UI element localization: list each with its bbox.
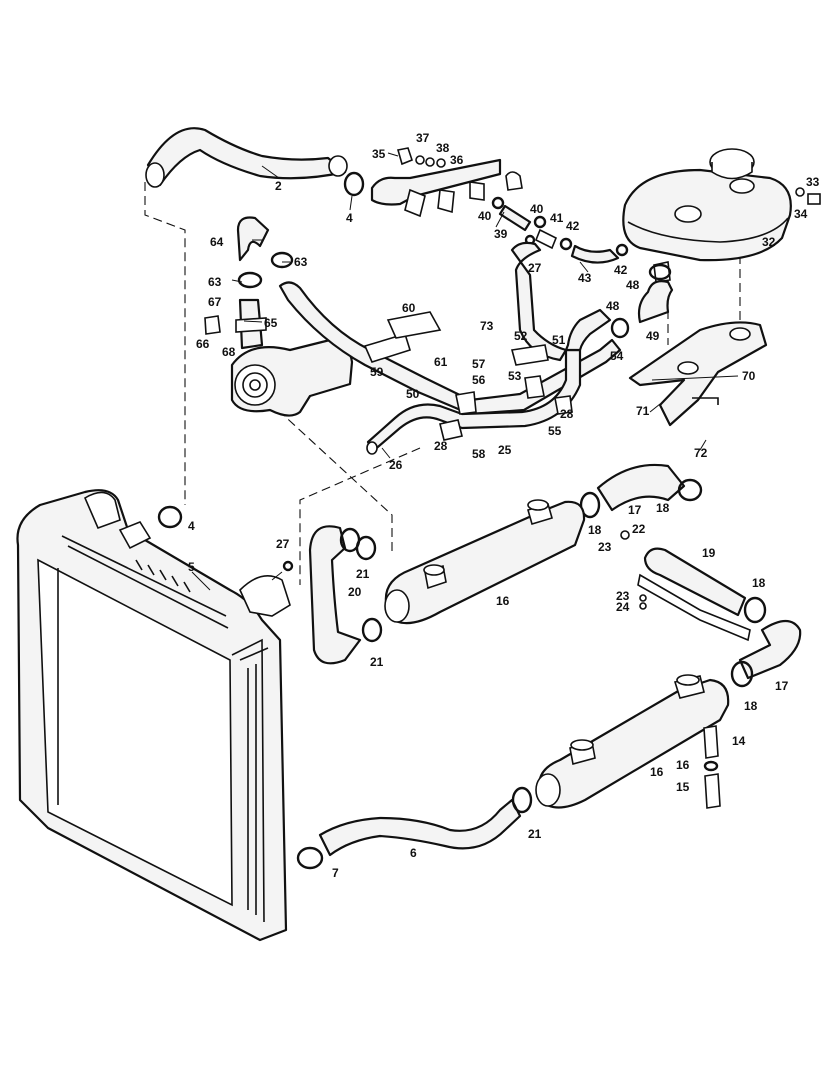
part-label: 40 [530,202,544,216]
part-label: 39 [494,227,508,241]
part-label: 26 [389,458,403,472]
part-label: 59 [370,365,384,379]
part-label: 43 [578,271,592,285]
part-label: 63 [208,275,222,289]
part-label: 4 [346,211,353,225]
part-label: 56 [472,373,486,387]
part-label: 66 [196,337,210,351]
part-label: 7 [332,866,339,880]
part-label: 57 [472,357,486,371]
part-label: 71 [636,404,650,418]
assembly-dashed-lines [144,182,741,585]
part-label: 38 [436,141,450,155]
part-label: 4 [188,519,195,533]
part-label: 42 [566,219,580,233]
part-label: 61 [434,355,448,369]
part-label: 15 [676,780,690,794]
radiator [16,489,291,942]
part-label: 16 [676,758,690,772]
part-label: 5 [188,560,195,574]
part-label: 18 [752,576,766,590]
part-label: 21 [356,567,370,581]
hose-17-top [579,463,703,519]
part-label: 63 [294,255,308,269]
sensor-14-15 [703,725,721,809]
pipe-50 [278,281,622,416]
distribution-pipe [370,147,523,218]
water-pump [204,216,354,417]
part-label: 6 [410,846,417,860]
part-label: 18 [588,523,602,537]
part-label: 58 [472,447,486,461]
part-label: 21 [528,827,542,841]
part-label: 23 [616,589,630,603]
part-label: 16 [650,765,664,779]
hose-2 [145,127,348,188]
part-label: 72 [694,446,708,460]
part-label: 73 [480,319,494,333]
part-label: 40 [478,209,492,223]
hose-17-lower [730,619,802,688]
part-label: 2 [275,179,282,193]
part-label: 21 [370,655,384,669]
leader-lines [191,152,739,591]
part-label: 42 [614,263,628,277]
hose-clamp-4-top [343,171,365,197]
part-label: 65 [264,316,278,330]
part-label: 16 [496,594,510,608]
part-label: 25 [498,443,512,457]
part-label: 28 [434,439,448,453]
part-label: 60 [402,301,416,315]
part-label: 55 [548,424,562,438]
part-label: 17 [628,503,642,517]
pipe-loop [510,241,568,362]
part-label: 51 [552,333,566,347]
bracket-parts [439,344,573,441]
part-label: 23 [598,540,612,554]
part-label: 54 [610,349,624,363]
part-label: 22 [632,522,646,536]
part-label: 67 [208,295,222,309]
part-label: 27 [528,261,542,275]
hose-20 [282,525,383,665]
part-label: 53 [508,369,522,383]
part-label: 20 [348,585,362,599]
part-label: 28 [560,407,574,421]
part-label: 48 [626,278,640,292]
hose-6 [157,505,533,870]
part-label: 34 [794,207,808,221]
part-label: 36 [450,153,464,167]
part-label: 41 [550,211,564,225]
part-label: 68 [222,345,236,359]
part-label: 27 [276,537,290,551]
part-label: 37 [416,131,430,145]
pipe-25 [366,308,612,455]
part-label: 48 [606,299,620,313]
part-label: 35 [372,147,386,161]
part-label: 64 [210,235,224,249]
hose-49-and-bracket-70 [610,263,768,427]
part-label: 33 [806,175,820,189]
part-label: 17 [775,679,789,693]
part-number-labels: 2 4 35 37 38 36 40 39 40 41 42 27 43 42 … [188,131,820,880]
part-label: 70 [742,369,756,383]
heat-exchanger-16-bottom [535,674,730,809]
expansion-tank [622,148,821,283]
part-label: 24 [616,600,630,614]
part-label: 32 [762,235,776,249]
part-label: 52 [514,329,528,343]
part-label: 19 [702,546,716,560]
heat-exchanger-16-top [384,499,586,625]
part-label: 49 [646,329,660,343]
part-label: 18 [744,699,758,713]
part-label: 50 [406,387,420,401]
part-label: 14 [732,734,746,748]
part-label: 18 [656,501,670,515]
pipe-19 [620,530,767,642]
small-hoses [491,196,629,264]
